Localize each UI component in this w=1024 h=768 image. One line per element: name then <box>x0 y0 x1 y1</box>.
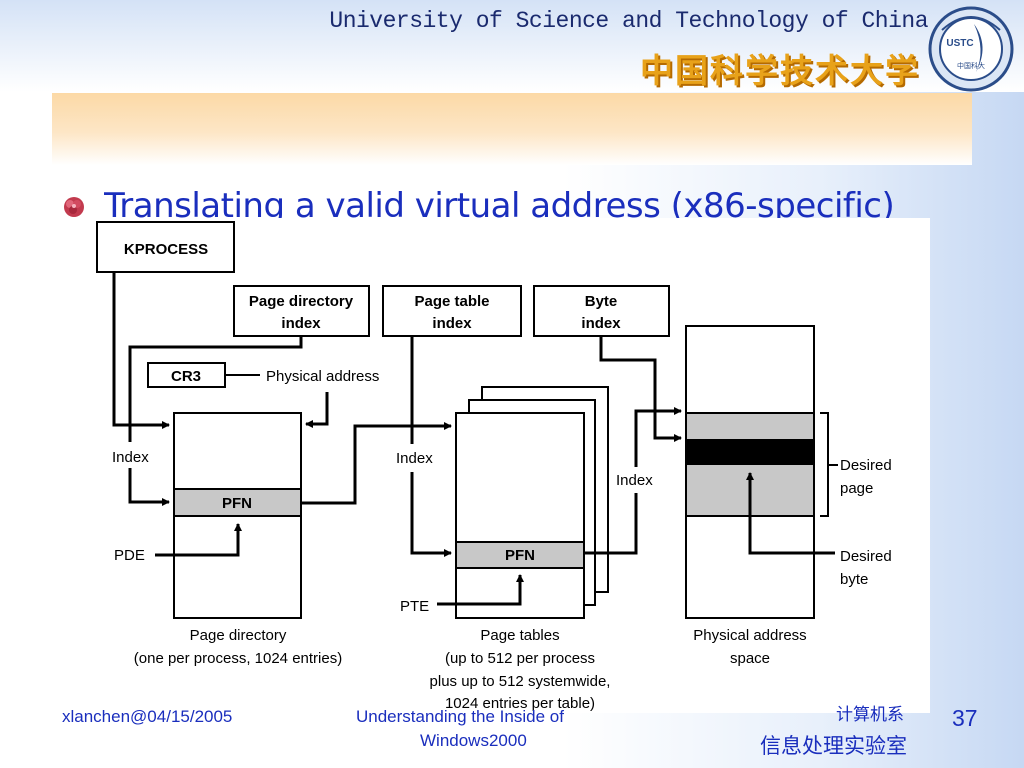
footer-book-line2: Windows2000 <box>420 731 527 750</box>
kprocess-box: KPROCESS <box>96 221 235 273</box>
kprocess-label: KPROCESS <box>124 241 208 258</box>
physical-address-label: Physical address <box>266 368 379 385</box>
pfn-label-directory: PFN <box>222 495 252 512</box>
page-tables-caption-line3: plus up to 512 systemwide, <box>430 673 611 690</box>
byte-index-line2: index <box>581 315 621 332</box>
index-label-directory: Index <box>112 449 149 466</box>
page-tables-caption-line1: Page tables <box>480 627 559 644</box>
page-directory-caption-line1: Page directory <box>190 627 287 644</box>
cr3-register: CR3 <box>147 362 226 388</box>
flower-bullet-icon <box>64 197 84 217</box>
pd-index-line1: Page directory <box>249 293 354 310</box>
page-table-index-box: Page table index <box>382 285 522 337</box>
index-label-physical: Index <box>616 472 653 489</box>
page-tables-stack: PFN <box>455 386 609 619</box>
page-tables-caption-line2: (up to 512 per process <box>445 650 595 667</box>
pt-index-line1: Page table <box>414 293 489 310</box>
cr3-label: CR3 <box>171 368 201 385</box>
page-directory-index-box: Page directory index <box>233 285 370 337</box>
slide-number: 37 <box>952 705 978 731</box>
pde-label: PDE <box>114 547 145 564</box>
slide-title: Translating a valid virtual address (x86… <box>104 186 895 224</box>
footer-book-line1: Understanding the Inside of <box>356 707 564 726</box>
pte-label: PTE <box>400 598 429 615</box>
university-name-cn: 中国科学技术大学 <box>640 51 920 90</box>
pd-index-line2: index <box>281 315 321 332</box>
physical-space-caption-line2: space <box>730 650 770 667</box>
desired-byte-line1: Desired <box>840 548 892 565</box>
title-band <box>52 93 972 165</box>
physical-space-caption-line1: Physical address <box>693 627 806 644</box>
footer-author: xlanchen@04/15/2005 <box>62 707 233 726</box>
desired-page-line2: page <box>840 480 873 497</box>
pfn-label-table: PFN <box>505 547 535 564</box>
footer-lab-line2: 信息处理实验室 <box>760 735 907 758</box>
index-label-table: Index <box>396 450 433 467</box>
logo-text: USTC <box>946 38 973 49</box>
logo-subtext: 中国科大 <box>957 61 985 70</box>
university-name-en: University of Science and Technology of … <box>329 8 928 34</box>
desired-byte-line2: byte <box>840 571 868 588</box>
header-band <box>0 0 1024 92</box>
byte-index-box: Byte index <box>533 285 670 337</box>
pt-index-line2: index <box>432 315 472 332</box>
page-directory-table: PFN <box>173 412 302 619</box>
desired-page-line1: Desired <box>840 457 892 474</box>
byte-index-line1: Byte <box>585 293 618 310</box>
footer-lab-line1: 计算机系 <box>836 705 904 724</box>
page-directory-caption-line2: (one per process, 1024 entries) <box>134 650 342 667</box>
page-tables-caption-line4: 1024 entries per table) <box>445 695 595 712</box>
university-logo: USTC 中国科大 <box>928 6 1014 92</box>
address-translation-diagram: KPROCESS Page directory index Page table… <box>95 218 930 713</box>
physical-address-space <box>685 325 815 619</box>
